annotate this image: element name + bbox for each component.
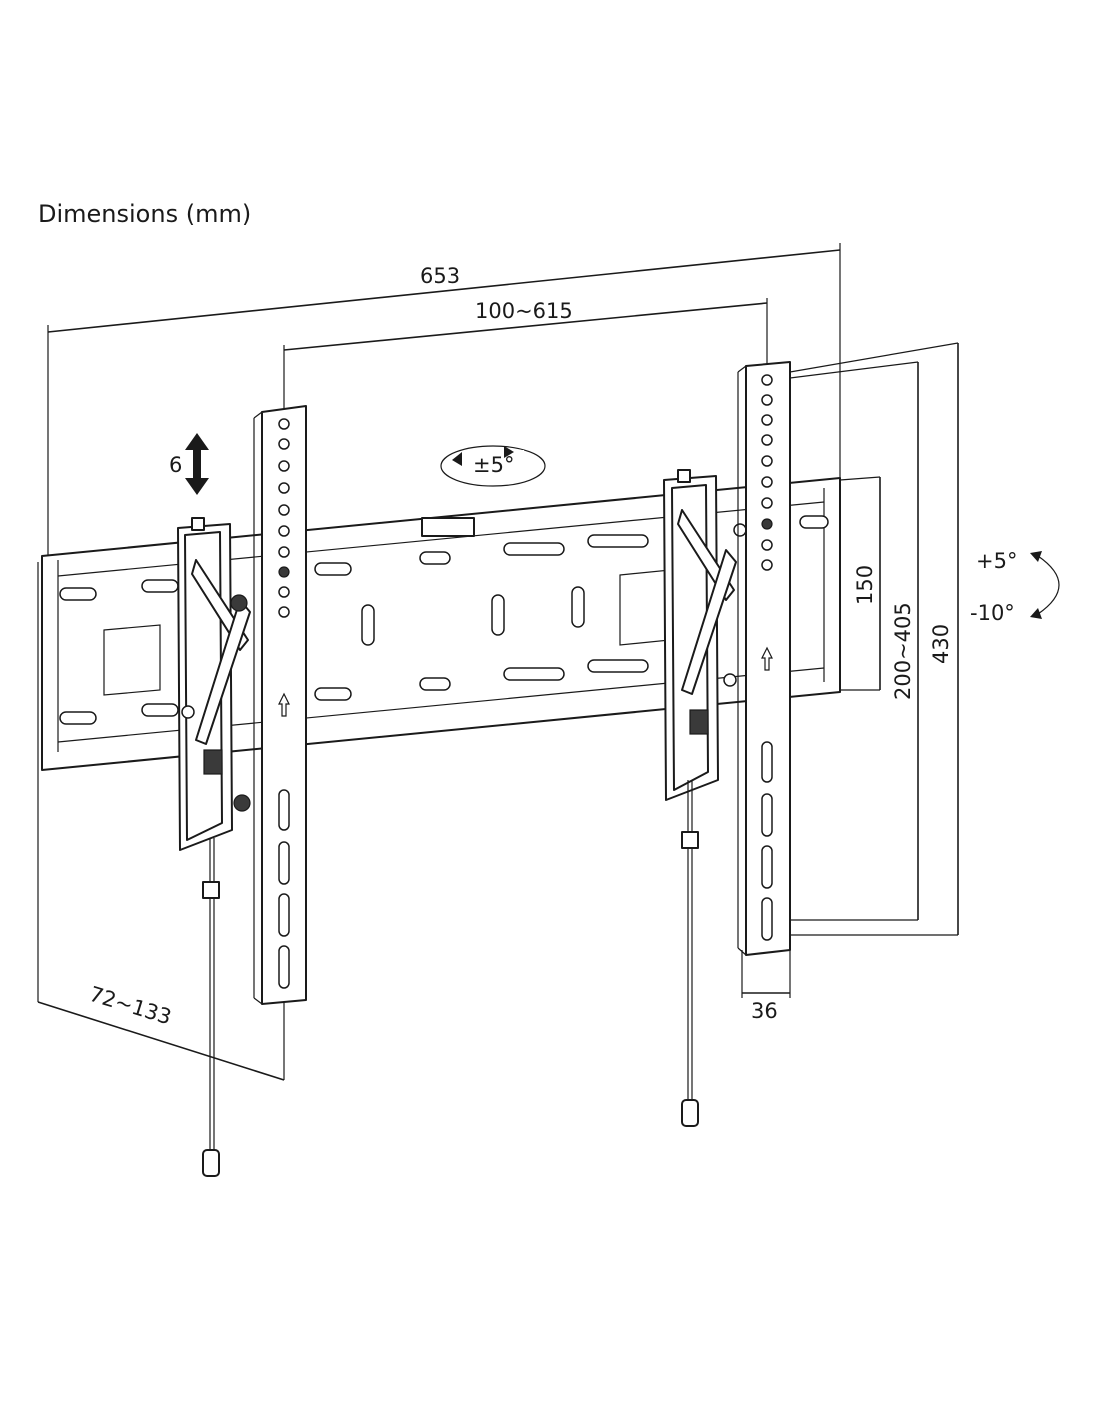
double-arrow-icon [185,433,209,495]
overall-width-label: 653 [420,264,460,288]
vesa-horizontal-label: 100~615 [475,299,573,323]
vertical-adjust-label: 6 [169,453,182,477]
diagram-title: Dimensions (mm) [38,200,251,228]
frame-height-label: 150 [853,565,877,605]
tilt-arrow-icon [1030,551,1060,619]
right-vertical-rail [737,361,791,956]
vesa-vertical-label: 200~405 [891,602,915,700]
left-tilt-arm [177,517,251,1177]
right-tilt-arm [663,469,747,1127]
left-rail-holes [278,418,290,618]
left-vertical-rail [253,405,307,1005]
tilt-up-label: +5° [976,549,1017,573]
rotation-label: ±5° [473,453,514,477]
dimension-lines [37,243,959,1081]
arm-depth-label: 36 [751,999,778,1023]
rotation-arrow-icon [440,445,546,487]
rail-height-label: 430 [929,624,953,664]
right-rail-holes [761,374,773,571]
wall-plate [41,477,841,771]
tilt-down-label: -10° [970,601,1015,625]
